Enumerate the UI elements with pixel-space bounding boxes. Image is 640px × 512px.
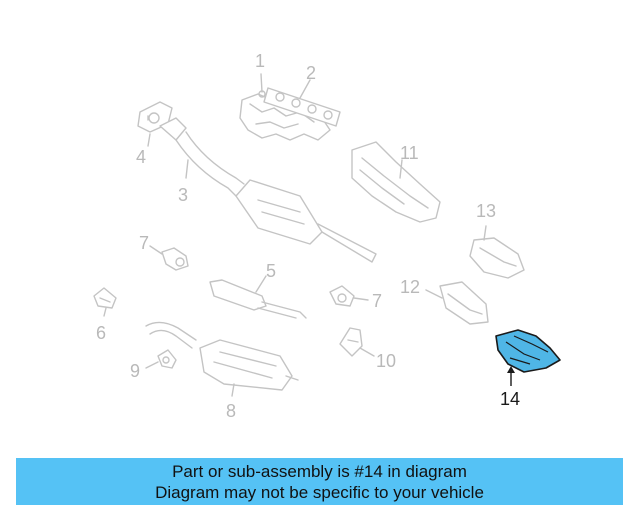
part-9-hanger: [157, 349, 177, 369]
part-10-bracket: [339, 327, 363, 357]
parts-diagram: 1 2 3 4 5 6 7 7 8 9 10 11 12 13 14: [93, 51, 561, 421]
diagram-drawing: [93, 73, 561, 397]
callout-4: 4: [136, 147, 147, 167]
callout-8: 8: [226, 401, 237, 421]
part-7-hanger-upper: [161, 247, 189, 271]
part-8-rear-muffler: [145, 321, 299, 391]
banner-line-disclaimer: Diagram may not be specific to your vehi…: [155, 483, 484, 502]
part-13-bracket: [469, 237, 525, 279]
banner-line-part-number: Part or sub-assembly is #14 in diagram: [172, 462, 467, 481]
part-7-hanger-lower: [329, 285, 355, 307]
part-14-leader: [507, 366, 515, 386]
callout-2: 2: [306, 63, 317, 83]
part-5-center-pipe: [209, 279, 307, 319]
part-12-heat-shield: [439, 281, 489, 325]
callout-5: 5: [266, 261, 277, 281]
part-3-front-pipe: [159, 117, 377, 263]
callout-3: 3: [178, 185, 189, 205]
callout-7-lower: 7: [372, 291, 383, 311]
info-banner: Part or sub-assembly is #14 in diagram D…: [16, 458, 623, 505]
callout-6: 6: [96, 323, 107, 343]
part-11-heat-shield: [351, 141, 441, 223]
callout-13: 13: [476, 201, 497, 221]
callout-1: 1: [255, 51, 266, 71]
callout-10: 10: [376, 351, 397, 371]
callout-9: 9: [130, 361, 141, 381]
part-6-clamp: [93, 287, 117, 309]
callout-14[interactable]: 14: [500, 389, 521, 409]
part-2-gasket: [263, 87, 341, 127]
part-14-heat-shield-highlighted[interactable]: [495, 329, 561, 373]
callout-11: 11: [400, 143, 419, 163]
callout-7-upper: 7: [139, 233, 150, 253]
callout-12: 12: [400, 277, 421, 297]
